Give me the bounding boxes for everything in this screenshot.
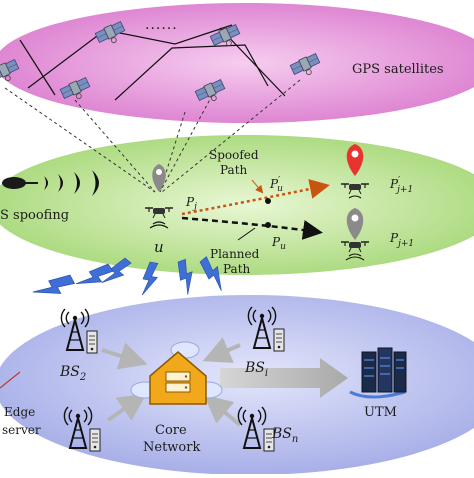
core-network-icon [130,341,223,405]
satellite-ellipsis: ...... [145,17,178,33]
spoofed-path-label-line1: Spoofed [209,148,259,162]
spoofed-path-label-line2: Path [220,163,248,177]
spoofed-path-arrow [181,179,330,216]
spoofed-path-pointer [251,179,264,194]
server-icon [273,328,285,352]
edge-server-label-line2: server [2,423,41,437]
network-link-arrows [101,337,242,427]
uav-signal-icon [345,253,365,261]
core-to-utm-arrow [220,358,348,398]
planned-path-label-line2: Path [223,262,251,276]
satellite-signal-lines [4,79,301,193]
pj1-planned-label: Pj+1 [389,231,414,249]
core-network-label-line2: Network [143,440,200,455]
pu-prime-label: P′u [269,176,283,194]
spoofer-dish-icon [2,177,38,189]
planned-path-arrow [181,216,323,240]
bsn-label: BSn [271,426,298,445]
spoofing-signal-waves [44,170,99,196]
utm-datacenter-icon [349,347,407,399]
planned-path-label-line1: Planned [210,247,260,261]
uav-signal-icon [348,195,362,199]
gps-satellites-label: GPS satellites [352,62,444,77]
pu-point [265,222,271,228]
lightning-icon [31,270,76,306]
pu-label: Pu [271,235,286,252]
server-icon [86,330,98,354]
location-pin-icon [346,208,364,240]
utm-label: UTM [364,405,397,420]
lightning-icon [74,260,115,295]
bsi-label: BSi [244,360,268,379]
bs2-label: BS2 [59,364,86,383]
uav-label: u [154,238,164,256]
location-pin-icon [152,164,166,192]
planned-path-pointer [237,227,256,241]
satellite-orbit-lines [19,24,286,101]
core-network-label-line1: Core [155,423,187,438]
gps-spoofing-label: S spoofing [0,208,69,223]
pj-label: Pj [185,195,197,212]
server-icon [89,428,101,452]
uav-signal-icon [149,221,169,229]
edge-server-label-line1: Edge [4,405,35,419]
edge-server-pointer [0,371,21,389]
pj1-spoofed-label: P′j+1 [389,176,413,195]
location-pin-icon [346,144,364,176]
pu-prime-point [265,198,271,204]
